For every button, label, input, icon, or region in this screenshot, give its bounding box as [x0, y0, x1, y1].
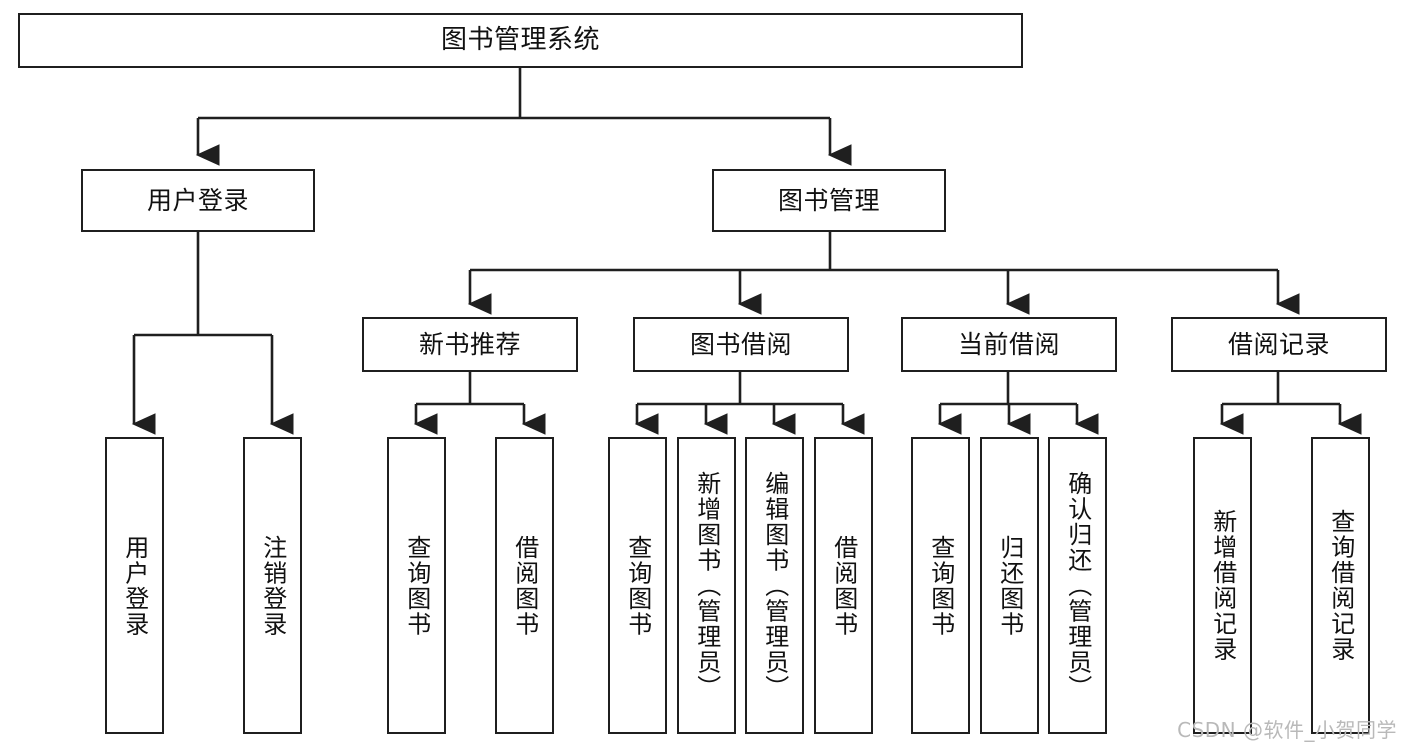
- node-label: 借阅图书: [510, 534, 539, 637]
- node-label: 查询图书: [623, 534, 652, 637]
- node-label: 编辑图书（管理员）: [760, 470, 789, 701]
- node-leaf-user-login[interactable]: 用户登录: [105, 437, 164, 734]
- node-label: 借阅记录: [1227, 329, 1330, 359]
- node-label: 用户登录: [120, 534, 149, 637]
- node-leaf-borrow-book[interactable]: 借阅图书: [814, 437, 873, 734]
- node-label: 图书管理: [777, 185, 880, 215]
- node-label: 图书管理系统: [440, 25, 600, 56]
- node-label: 确认归还（管理员）: [1063, 470, 1092, 701]
- node-root-book-management-system[interactable]: 图书管理系统: [18, 13, 1023, 68]
- node-label: 用户登录: [146, 185, 249, 215]
- node-label: 归还图书: [995, 534, 1024, 637]
- node-leaf-add-book-admin[interactable]: 新增图书（管理员）: [677, 437, 736, 734]
- node-book-borrow[interactable]: 图书借阅: [633, 317, 849, 372]
- node-leaf-confirm-return-admin[interactable]: 确认归还（管理员）: [1048, 437, 1107, 734]
- node-borrow-record[interactable]: 借阅记录: [1171, 317, 1387, 372]
- node-leaf-user-logout[interactable]: 注销登录: [243, 437, 302, 734]
- node-leaf-query-book-borrow[interactable]: 查询图书: [608, 437, 667, 734]
- node-label: 新增借阅记录: [1208, 509, 1237, 662]
- node-leaf-query-book-recommend[interactable]: 查询图书: [387, 437, 446, 734]
- node-leaf-borrow-book-recommend[interactable]: 借阅图书: [495, 437, 554, 734]
- node-leaf-return-book[interactable]: 归还图书: [980, 437, 1039, 734]
- node-current-borrow[interactable]: 当前借阅: [901, 317, 1117, 372]
- node-label: 查询借阅记录: [1326, 509, 1355, 662]
- node-label: 新书推荐: [418, 329, 521, 359]
- node-leaf-query-borrow-record[interactable]: 查询借阅记录: [1311, 437, 1370, 734]
- node-user-login[interactable]: 用户登录: [81, 169, 315, 232]
- watermark-text: CSDN @软件_小贺同学: [1177, 718, 1397, 742]
- node-label: 图书借阅: [689, 329, 792, 359]
- node-leaf-add-borrow-record[interactable]: 新增借阅记录: [1193, 437, 1252, 734]
- node-new-book-recommend[interactable]: 新书推荐: [362, 317, 578, 372]
- node-label: 借阅图书: [829, 534, 858, 637]
- node-label: 注销登录: [258, 534, 287, 637]
- node-label: 查询图书: [402, 534, 431, 637]
- node-leaf-query-book-current[interactable]: 查询图书: [911, 437, 970, 734]
- node-book-management[interactable]: 图书管理: [712, 169, 946, 232]
- node-label: 查询图书: [926, 534, 955, 637]
- node-leaf-edit-book-admin[interactable]: 编辑图书（管理员）: [745, 437, 804, 734]
- node-label: 当前借阅: [957, 329, 1060, 359]
- node-label: 新增图书（管理员）: [692, 470, 721, 701]
